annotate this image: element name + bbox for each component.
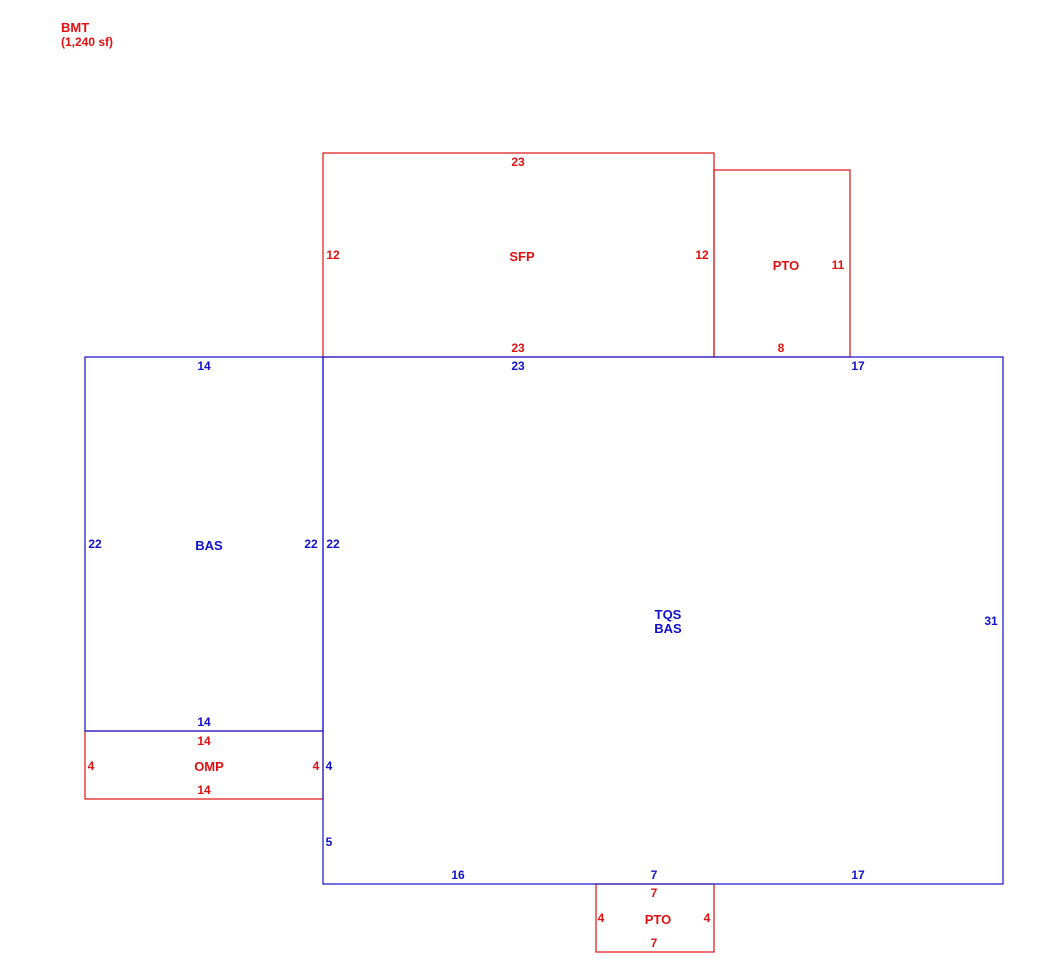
dim-bas-right: 22 (304, 537, 318, 551)
dim-pto-bottom-top: 7 (651, 886, 658, 900)
dim-main-right: 31 (984, 614, 998, 628)
dim-bas-top: 14 (197, 359, 211, 373)
dim-sfp-bottom: 23 (511, 341, 525, 355)
sketch-header: BMT (1,240 sf) (61, 20, 114, 50)
sfp-label: SFP (509, 249, 535, 264)
dim-pto-bottom-left: 4 (598, 911, 605, 925)
dim-pto-bottom-bottom: 7 (651, 936, 658, 950)
pto-bottom-label: PTO (645, 912, 672, 927)
dim-pto-top-bottom: 8 (778, 341, 785, 355)
dim-main-bottom-left: 16 (451, 868, 465, 882)
dim-pto-bottom-right: 4 (704, 911, 711, 925)
dim-bas-left: 22 (88, 537, 102, 551)
dim-main-top: 23 (511, 359, 525, 373)
dim-omp-top: 14 (197, 734, 211, 748)
dim-main-bottom-right: 17 (851, 868, 865, 882)
main-outline (322, 356, 1004, 885)
dim-pto-top-right: 11 (832, 258, 845, 272)
dim-sfp-left: 12 (326, 248, 340, 262)
dim-main-left-upper: 22 (326, 537, 340, 551)
dim-sfp-top: 23 (511, 155, 525, 169)
dim-bas-bottom: 14 (197, 715, 211, 729)
pto-top-label: PTO (773, 258, 800, 273)
level-code: BMT (61, 20, 90, 35)
dim-omp-left: 4 (88, 759, 95, 773)
dim-main-left-lower-b: 5 (326, 835, 333, 849)
omp-label: OMP (194, 759, 224, 774)
bas-left-label: BAS (195, 538, 223, 553)
main-label-bas: BAS (654, 621, 682, 636)
dim-main-bottom-mid: 7 (651, 868, 658, 882)
dim-omp-right: 4 (313, 759, 320, 773)
level-area: (1,240 sf) (61, 35, 114, 49)
dim-main-left-lower-a: 4 (326, 759, 333, 773)
dim-sfp-right: 12 (695, 248, 709, 262)
main-label-tqs: TQS (655, 607, 682, 622)
dim-main-top-right: 17 (851, 359, 865, 373)
dim-omp-bottom: 14 (197, 783, 211, 797)
